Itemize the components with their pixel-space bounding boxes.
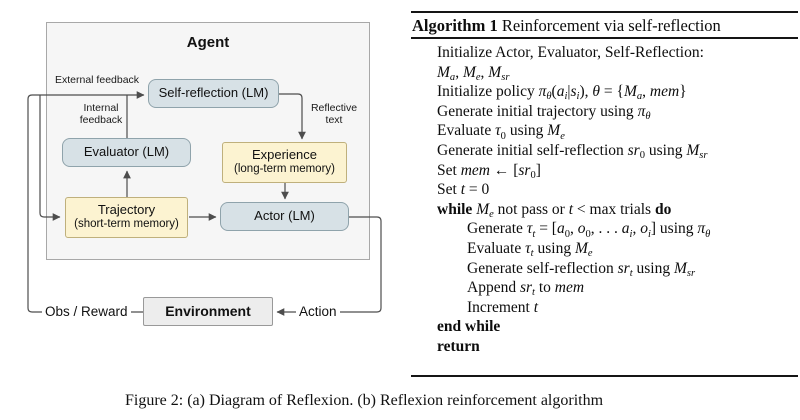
external-feedback-label: External feedback <box>55 74 140 86</box>
internal-feedback-label: Internal feedback <box>69 102 133 126</box>
algorithm-header-rule <box>411 37 798 39</box>
algorithm-line: Ma, Me, Msr <box>437 63 510 83</box>
algorithm-line: Generate initial trajectory using πθ <box>437 102 651 122</box>
reflective-text-line1: Reflective <box>310 102 358 114</box>
algorithm-line: Set t = 0 <box>437 181 490 199</box>
algorithm-line: Generate initial self-reflection sr0 usi… <box>437 141 708 162</box>
algorithm-lines: Initialize Actor, Evaluator, Self-Reflec… <box>411 44 798 358</box>
trajectory-box: Trajectory (short-term memory) <box>65 197 188 238</box>
obs-reward-label: Obs / Reward <box>42 304 131 319</box>
algorithm-header: Algorithm 1 Reinforcement via self-refle… <box>412 16 721 35</box>
algorithm-line: Append srt to mem <box>467 279 585 299</box>
experience-box: Experience (long-term memory) <box>222 142 347 183</box>
trajectory-title: Trajectory <box>97 202 156 218</box>
experience-title: Experience <box>251 147 318 163</box>
action-label: Action <box>296 304 340 319</box>
trajectory-subtitle: (short-term memory) <box>74 218 179 231</box>
algorithm-line: Evaluate τ0 using Me <box>437 122 565 142</box>
self-reflection-label: Self-reflection (LM) <box>158 85 269 101</box>
internal-feedback-line2: feedback <box>79 114 123 126</box>
algorithm-line: end while <box>437 318 501 336</box>
experience-subtitle: (long-term memory) <box>234 163 335 176</box>
internal-feedback-line1: Internal <box>83 102 119 114</box>
algorithm-top-rule <box>411 11 798 13</box>
algorithm-bottom-rule <box>411 375 798 377</box>
agent-title: Agent <box>186 34 230 51</box>
algorithm-panel: Algorithm 1 Reinforcement via self-refle… <box>411 0 798 382</box>
environment-label: Environment <box>165 303 251 320</box>
algorithm-line: Generate τt = [a0, o0, . . . ai, oi] usi… <box>467 220 711 240</box>
evaluator-box: Evaluator (LM) <box>62 138 191 167</box>
evaluator-label: Evaluator (LM) <box>83 144 170 160</box>
reflective-text-label: Reflective text <box>308 102 360 126</box>
algorithm-line: Generate self-reflection srt using Msr <box>467 259 696 279</box>
algorithm-line: Initialize policy πθ(ai|si), θ = {Ma, me… <box>437 83 687 103</box>
reflective-text-line2: text <box>325 114 343 126</box>
algorithm-line: return <box>437 337 480 355</box>
actor-box: Actor (LM) <box>220 202 349 231</box>
algorithm-line: Initialize Actor, Evaluator, Self-Reflec… <box>437 44 704 61</box>
self-reflection-box: Self-reflection (LM) <box>148 79 279 108</box>
figure-caption: Figure 2: (a) Diagram of Reflexion. (b) … <box>124 392 604 409</box>
algorithm-line: Increment t <box>467 298 539 316</box>
actor-label: Actor (LM) <box>254 208 315 224</box>
algorithm-line: Set mem ← [sr0] <box>437 161 541 181</box>
algorithm-line: Evaluate τt using Me <box>467 239 593 260</box>
environment-box: Environment <box>143 297 273 326</box>
algorithm-line: while Me not pass or t < max trials do <box>437 200 672 220</box>
